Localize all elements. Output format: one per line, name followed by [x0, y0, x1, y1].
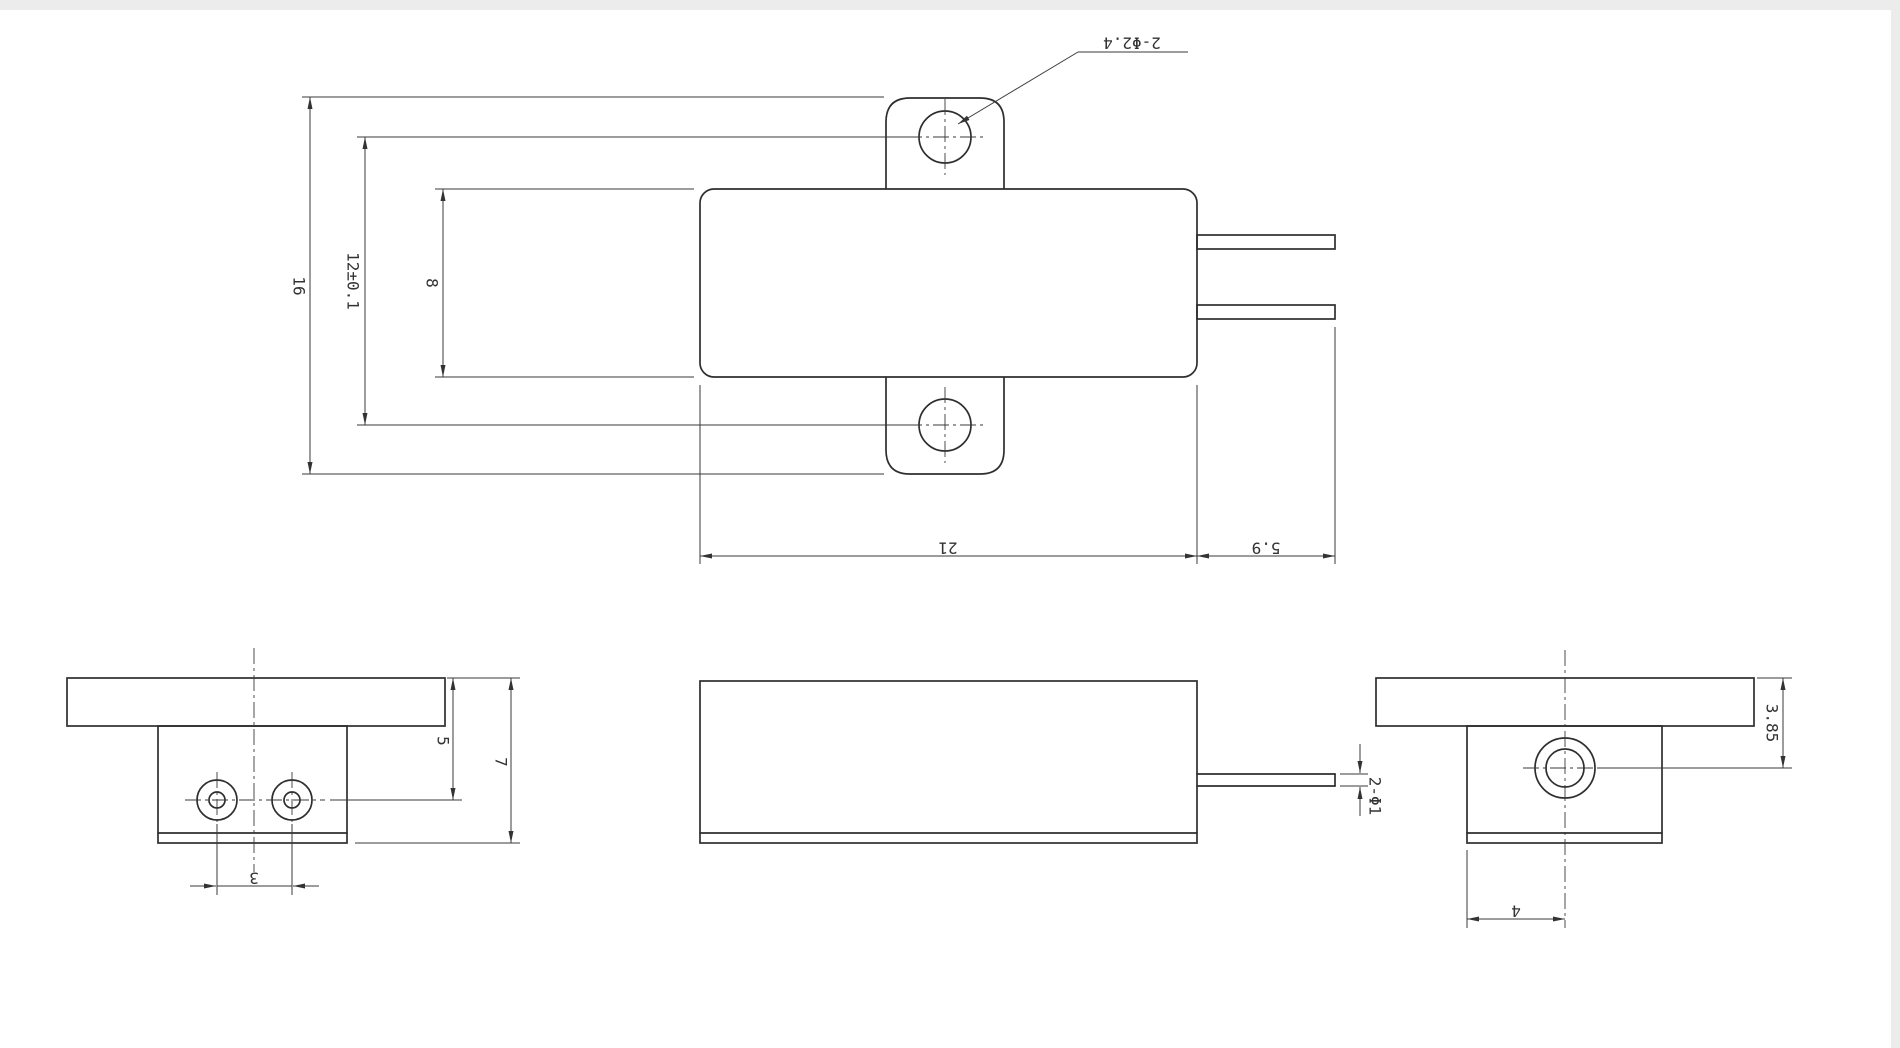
left-end-view: 5 7 3 — [66, 648, 520, 895]
right-end-view: 3.85 4 — [1375, 650, 1792, 928]
dim-text-lens-center-depth: 3.85 — [1763, 704, 1782, 743]
front-view: 16 12±0.1 8 21 — [290, 34, 1336, 564]
dim-pin-callout: 2-Φ1 — [1340, 744, 1385, 816]
dim-text-hole-spacing: 12±0.1 — [344, 252, 363, 310]
dim-overall-height: 16 — [290, 96, 884, 475]
dim-text-hole-center-depth: 5 — [434, 736, 453, 746]
body-outline — [1466, 725, 1663, 844]
leader-hole-callout: 2-Φ2.4 — [957, 34, 1188, 125]
top-flange-outline — [885, 97, 1005, 190]
dim-pin-length: 5.9 — [1197, 327, 1336, 564]
dim-body-height: 8 — [423, 188, 694, 378]
side-view: 2-Φ1 — [699, 680, 1385, 844]
body-outline — [699, 680, 1198, 844]
body-outline — [157, 725, 348, 844]
dim-text-overall-depth: 7 — [492, 757, 511, 767]
dim-body-length: 21 — [699, 385, 1198, 564]
dim-overall-depth: 7 — [355, 678, 520, 844]
lead-top — [1196, 234, 1336, 250]
body-outline — [699, 188, 1198, 378]
page-edge-right — [1891, 0, 1900, 1048]
lead-bottom — [1196, 304, 1336, 320]
page-edge-top — [0, 0, 1900, 10]
dim-text-pin-callout: 2-Φ1 — [1366, 777, 1385, 816]
dim-text-body-length: 21 — [938, 539, 957, 558]
flange-outline — [66, 677, 446, 727]
leader-line — [957, 51, 1079, 125]
dim-pin-pitch: 3 — [190, 824, 319, 895]
dim-hole-spacing: 12±0.1 — [344, 136, 912, 426]
dim-text-overall-height: 16 — [290, 276, 309, 295]
dim-text-center-offset: 4 — [1511, 902, 1521, 921]
dim-lens-center-depth: 3.85 — [1600, 677, 1792, 769]
dim-text-hole-callout: 2-Φ2.4 — [1103, 34, 1161, 53]
dim-text-pin-pitch: 3 — [249, 869, 259, 888]
dim-hole-center-depth: 5 — [330, 677, 520, 801]
dim-text-body-height: 8 — [423, 278, 442, 288]
dim-text-pin-length: 5.9 — [1252, 539, 1281, 558]
dim-center-offset: 4 — [1466, 850, 1565, 928]
bottom-flange-outline — [885, 376, 1005, 475]
